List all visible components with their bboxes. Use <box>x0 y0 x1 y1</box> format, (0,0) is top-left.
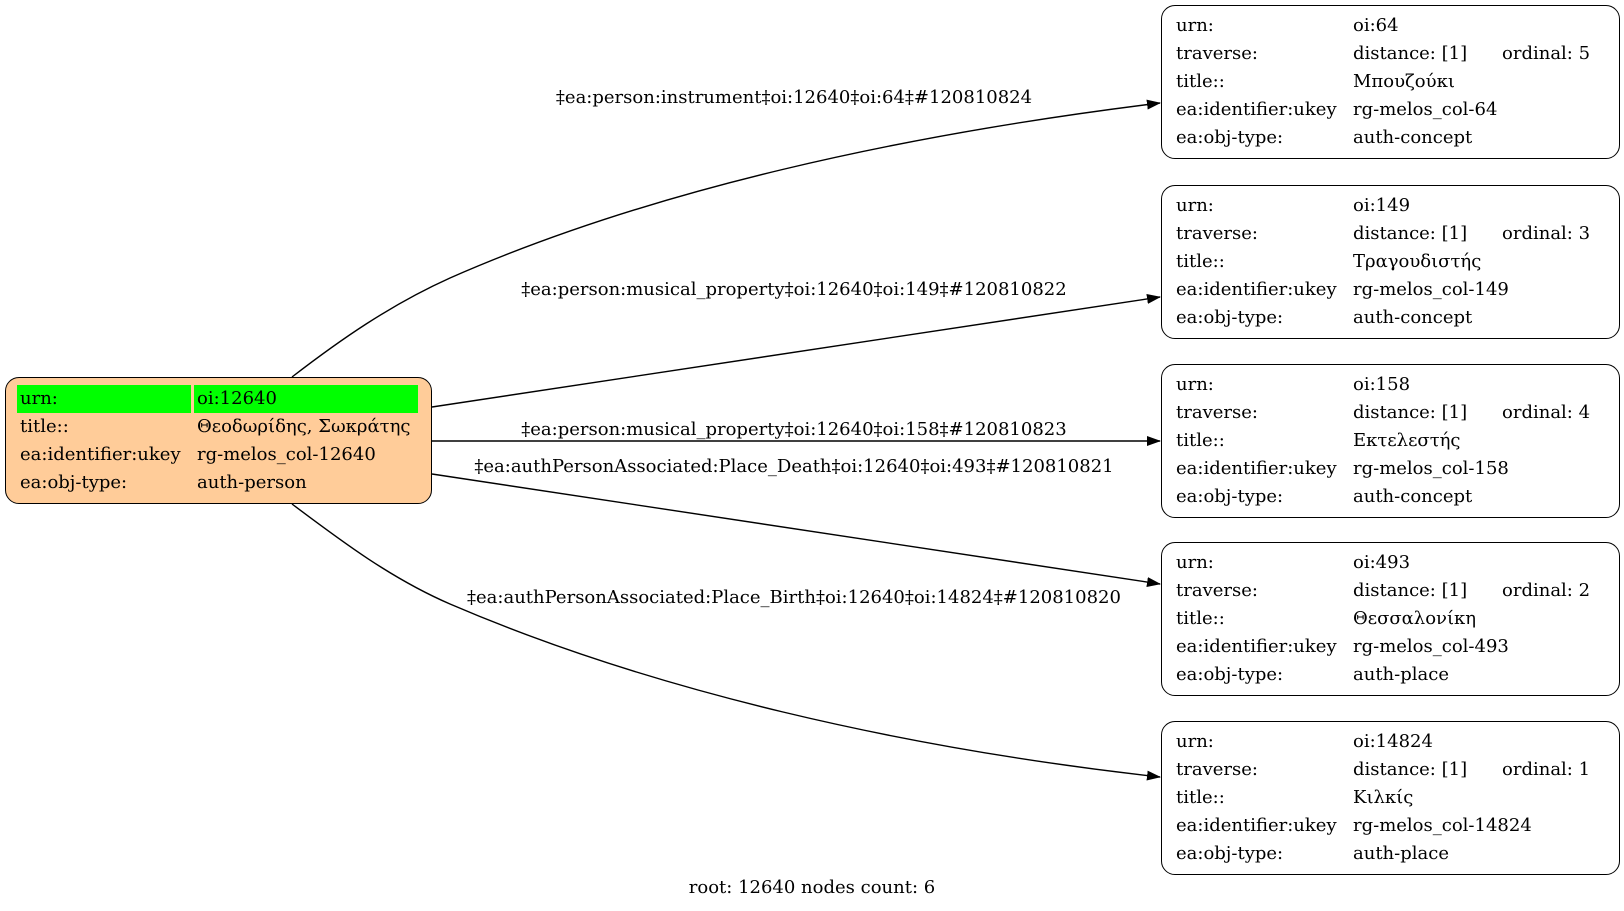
label-ukey: ea:identifier:ukey <box>1176 279 1337 300</box>
edge-4 <box>291 503 1161 781</box>
target-node-4[interactable]: urn: oi:14824 traverse: distance: [1] ordin… <box>1161 721 1620 875</box>
label-title: title:: <box>1176 251 1225 272</box>
ukey-value: rg-melos_col-14824 <box>1353 815 1532 836</box>
label-traverse: traverse: <box>1176 402 1258 423</box>
edge-0 <box>291 99 1161 378</box>
ordinal-value: ordinal: 4 <box>1502 402 1591 423</box>
target-node-0[interactable]: urn: oi:64 traverse: distance: [1] ordinal:… <box>1161 5 1620 159</box>
type-value: auth-place <box>1353 664 1449 685</box>
target-node-2[interactable]: urn: oi:158 traverse: distance: [1] ordinal… <box>1161 364 1620 518</box>
root-node[interactable]: urn: oi:12640 title:: Θεοδωρίδης, Σωκράτ… <box>5 377 432 504</box>
distance-value: distance: [1] <box>1353 402 1468 423</box>
urn-value: oi:149 <box>1353 195 1411 216</box>
label-type: ea:obj-type: <box>1176 127 1284 148</box>
urn-value: oi:14824 <box>1353 731 1433 752</box>
root-row-type: ea:obj-type: auth-person <box>17 469 418 497</box>
label-urn: urn: <box>1176 195 1214 216</box>
root-row-title: title:: Θεοδωρίδης, Σωκράτης <box>17 413 418 441</box>
root-value: oi:12640 <box>194 385 418 413</box>
distance-value: distance: [1] <box>1353 759 1468 780</box>
urn-value: oi:493 <box>1353 552 1411 573</box>
label-traverse: traverse: <box>1176 580 1258 601</box>
label-traverse: traverse: <box>1176 43 1258 64</box>
label-type: ea:obj-type: <box>1176 486 1284 507</box>
edge-label-4: ‡ea:authPersonAssociated:Place_Birth‡oi:… <box>467 587 1121 608</box>
label-traverse: traverse: <box>1176 223 1258 244</box>
title-value: Θεσσαλονίκη <box>1353 608 1477 629</box>
title-value: Μπουζούκι <box>1353 71 1455 92</box>
edge-1 <box>431 293 1161 408</box>
graph-footer: root: 12640 nodes count: 6 <box>688 877 936 898</box>
ordinal-value: ordinal: 5 <box>1502 43 1591 64</box>
label-type: ea:obj-type: <box>1176 664 1284 685</box>
type-value: auth-concept <box>1353 486 1473 507</box>
edge-label-3: ‡ea:authPersonAssociated:Place_Death‡oi:… <box>474 456 1113 477</box>
edge-label-0: ‡ea:person:instrument‡oi:12640‡oi:64‡#12… <box>556 87 1032 108</box>
root-value: Θεοδωρίδης, Σωκράτης <box>197 416 411 437</box>
ukey-value: rg-melos_col-149 <box>1353 279 1509 300</box>
edge-label-1: ‡ea:person:musical_property‡oi:12640‡oi:… <box>521 279 1066 300</box>
root-key: ea:obj-type: <box>20 472 128 493</box>
label-ukey: ea:identifier:ukey <box>1176 636 1337 657</box>
label-urn: urn: <box>1176 15 1214 36</box>
label-title: title:: <box>1176 787 1225 808</box>
label-urn: urn: <box>1176 552 1214 573</box>
target-node-3[interactable]: urn: oi:493 traverse: distance: [1] ordinal… <box>1161 542 1620 696</box>
edge-label-2: ‡ea:person:musical_property‡oi:12640‡oi:… <box>521 419 1066 440</box>
distance-value: distance: [1] <box>1353 580 1468 601</box>
title-value: Εκτελεστής <box>1353 430 1461 451</box>
label-type: ea:obj-type: <box>1176 843 1284 864</box>
root-row-urn: urn: oi:12640 <box>17 385 418 413</box>
ordinal-value: ordinal: 2 <box>1502 580 1591 601</box>
edge-3 <box>431 473 1161 588</box>
type-value: auth-place <box>1353 843 1449 864</box>
ukey-value: rg-melos_col-493 <box>1353 636 1509 657</box>
label-urn: urn: <box>1176 731 1214 752</box>
root-value: rg-melos_col-12640 <box>197 444 376 465</box>
label-traverse: traverse: <box>1176 759 1258 780</box>
root-row-ukey: ea:identifier:ukey rg-melos_col-12640 <box>17 441 418 469</box>
urn-value: oi:158 <box>1353 374 1411 395</box>
type-value: auth-concept <box>1353 307 1473 328</box>
label-title: title:: <box>1176 608 1225 629</box>
label-urn: urn: <box>1176 374 1214 395</box>
root-value: auth-person <box>197 472 307 493</box>
distance-value: distance: [1] <box>1353 223 1468 244</box>
type-value: auth-concept <box>1353 127 1473 148</box>
label-ukey: ea:identifier:ukey <box>1176 458 1337 479</box>
label-title: title:: <box>1176 71 1225 92</box>
root-key: ea:identifier:ukey <box>20 444 181 465</box>
ukey-value: rg-melos_col-158 <box>1353 458 1509 479</box>
ordinal-value: ordinal: 1 <box>1502 759 1591 780</box>
ordinal-value: ordinal: 3 <box>1502 223 1591 244</box>
label-ukey: ea:identifier:ukey <box>1176 815 1337 836</box>
ukey-value: rg-melos_col-64 <box>1353 99 1498 120</box>
title-value: Κιλκίς <box>1353 787 1414 808</box>
title-value: Τραγουδιστής <box>1353 251 1482 272</box>
label-title: title:: <box>1176 430 1225 451</box>
label-type: ea:obj-type: <box>1176 307 1284 328</box>
root-key: title:: <box>20 416 69 437</box>
urn-value: oi:64 <box>1353 15 1399 36</box>
distance-value: distance: [1] <box>1353 43 1468 64</box>
root-key: urn: <box>17 385 191 413</box>
label-ukey: ea:identifier:ukey <box>1176 99 1337 120</box>
target-node-1[interactable]: urn: oi:149 traverse: distance: [1] ordinal… <box>1161 185 1620 339</box>
